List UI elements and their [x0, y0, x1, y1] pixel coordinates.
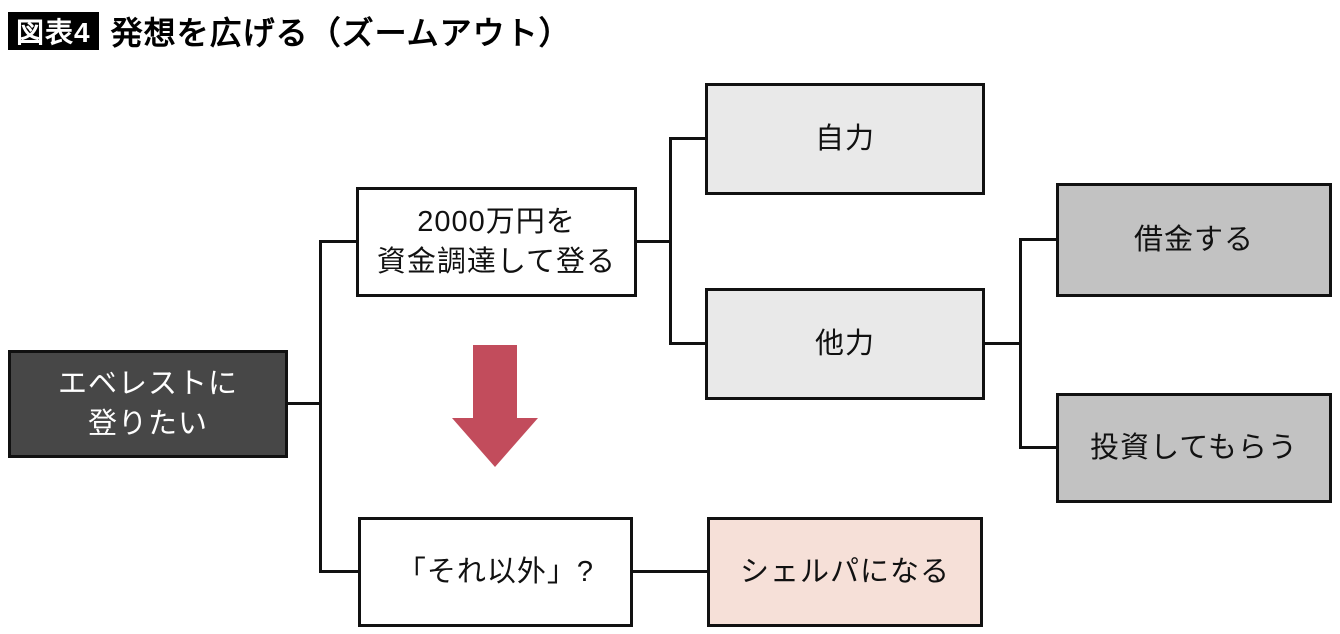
connector-branch1-vertical: [319, 240, 322, 573]
node-label: 「それ以外」?: [396, 555, 595, 588]
node-self-power: 自力: [705, 83, 985, 195]
connector-funding-to-branch: [635, 240, 672, 243]
node-label: 投資してもらう: [1090, 431, 1298, 464]
down-arrow-icon: [452, 345, 538, 467]
node-get-investment: 投資してもらう: [1056, 393, 1332, 503]
connector-branch3-to-borrow: [1019, 238, 1057, 241]
node-label: 登りたい: [87, 408, 208, 440]
connector-others-to-branch: [983, 342, 1022, 345]
node-label: 資金調達して登る: [376, 246, 617, 278]
connector-branch2-to-self: [669, 137, 706, 140]
node-raise-funds: 2000万円を 資金調達して登る: [356, 187, 637, 297]
node-label: エベレストに: [57, 367, 238, 400]
connector-branch2-vertical: [669, 137, 672, 345]
node-label: 自力: [814, 122, 875, 155]
node-borrow-money: 借金する: [1056, 183, 1332, 297]
node-label: シェルパになる: [739, 555, 950, 588]
node-everest-goal: エベレストに 登りたい: [8, 350, 288, 458]
node-label: 2000万円を: [417, 205, 576, 238]
connector-everest-to-branch: [286, 402, 322, 405]
connector-branch3-to-invest: [1019, 446, 1057, 449]
connector-branch1-to-funding: [319, 240, 357, 243]
figure-title-text: 発想を広げる（ズームアウト）: [110, 15, 572, 51]
node-label: 他力: [814, 327, 875, 360]
node-other-than-that: 「それ以外」?: [358, 517, 633, 627]
node-label: 借金する: [1133, 223, 1254, 256]
connector-branch2-to-others: [669, 342, 706, 345]
connector-branch3-vertical: [1019, 238, 1022, 449]
figure-title: 図表4 発想を広げる（ズームアウト）: [8, 8, 572, 54]
connector-branch1-to-otherwise: [319, 570, 359, 573]
connector-otherwise-to-sherpa: [631, 570, 708, 573]
node-become-sherpa: シェルパになる: [707, 517, 983, 627]
figure-number-badge: 図表4: [8, 12, 99, 50]
node-others-power: 他力: [705, 288, 985, 400]
